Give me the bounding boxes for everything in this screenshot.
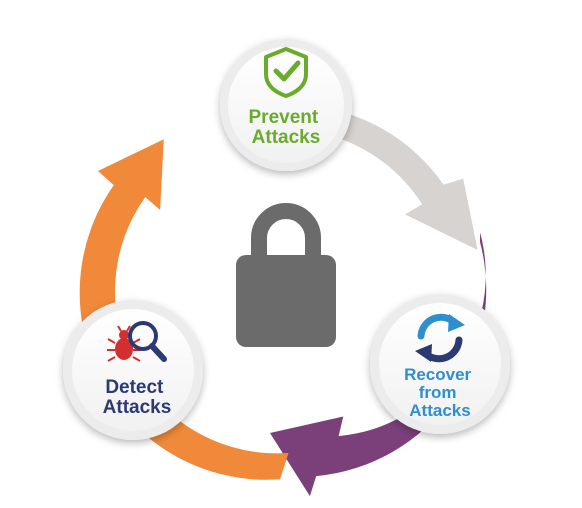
node-label-recover: Recover from Attacks — [404, 365, 476, 420]
padlock-body — [236, 255, 336, 347]
label-line: Prevent — [249, 107, 319, 128]
node-face — [228, 47, 344, 163]
arc-arrow-prevent-to-recover — [302, 105, 478, 250]
arc-arrow-recover-to-detect — [270, 232, 487, 497]
padlock-icon — [236, 203, 336, 347]
label-line: Attacks — [252, 127, 321, 148]
node-label-prevent: Prevent Attacks — [249, 107, 324, 148]
node-detect-attacks — [63, 300, 203, 440]
bug-magnifier-icon — [107, 321, 167, 362]
label-line: Detect — [105, 377, 164, 398]
label-line: from — [419, 383, 457, 402]
node-prevent-attacks — [220, 39, 352, 171]
arc-body — [302, 105, 478, 250]
label-line: Attacks — [409, 401, 470, 420]
refresh-arrows-icon — [415, 313, 465, 363]
padlock-shackle — [251, 203, 321, 258]
shield-check-icon — [264, 47, 308, 98]
node-label-detect: Detect Attacks — [103, 377, 172, 418]
arc-body — [270, 232, 487, 497]
node-face — [379, 303, 501, 425]
label-line: Attacks — [103, 397, 172, 418]
node-recover-from-attacks — [370, 294, 510, 434]
node-face — [72, 309, 194, 431]
label-line: Recover — [404, 365, 471, 384]
bug-icon — [107, 325, 141, 362]
magnifier-icon — [128, 321, 167, 362]
